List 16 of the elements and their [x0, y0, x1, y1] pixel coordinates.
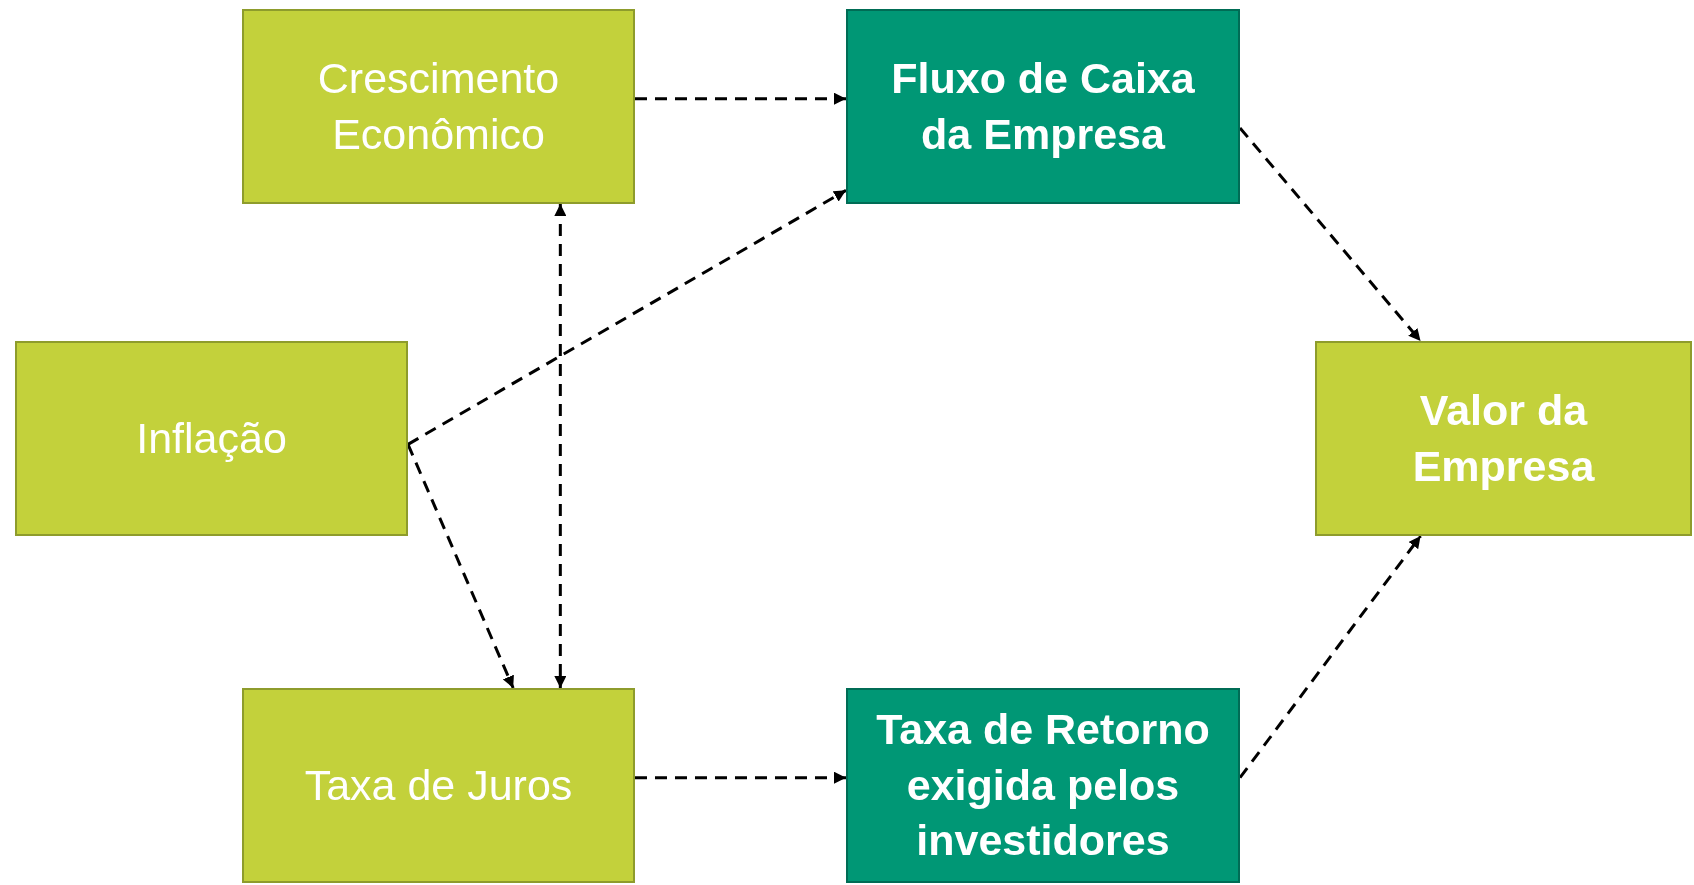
process-box: [846, 688, 1240, 883]
process-box: [15, 341, 408, 536]
dashed-arrow: [635, 771, 846, 784]
box-label: Taxa de Juros: [304, 759, 573, 811]
box-label: Fluxo de Caixa da Empresa: [890, 52, 1196, 160]
dashed-arrow: [635, 92, 846, 105]
process-box: [1315, 341, 1692, 536]
box-label: Valor da Empresa: [1411, 384, 1596, 492]
process-box: [242, 9, 635, 204]
process-box: [846, 9, 1240, 204]
box-label: Inflação: [136, 412, 287, 464]
box-label: Crescimento Econômico: [316, 52, 561, 160]
process-box: [242, 688, 635, 883]
dashed-arrow: [407, 189, 847, 446]
box-label: Taxa de Retorno exigida pelos investidores: [875, 703, 1211, 867]
dashed-arrow: [554, 204, 567, 688]
